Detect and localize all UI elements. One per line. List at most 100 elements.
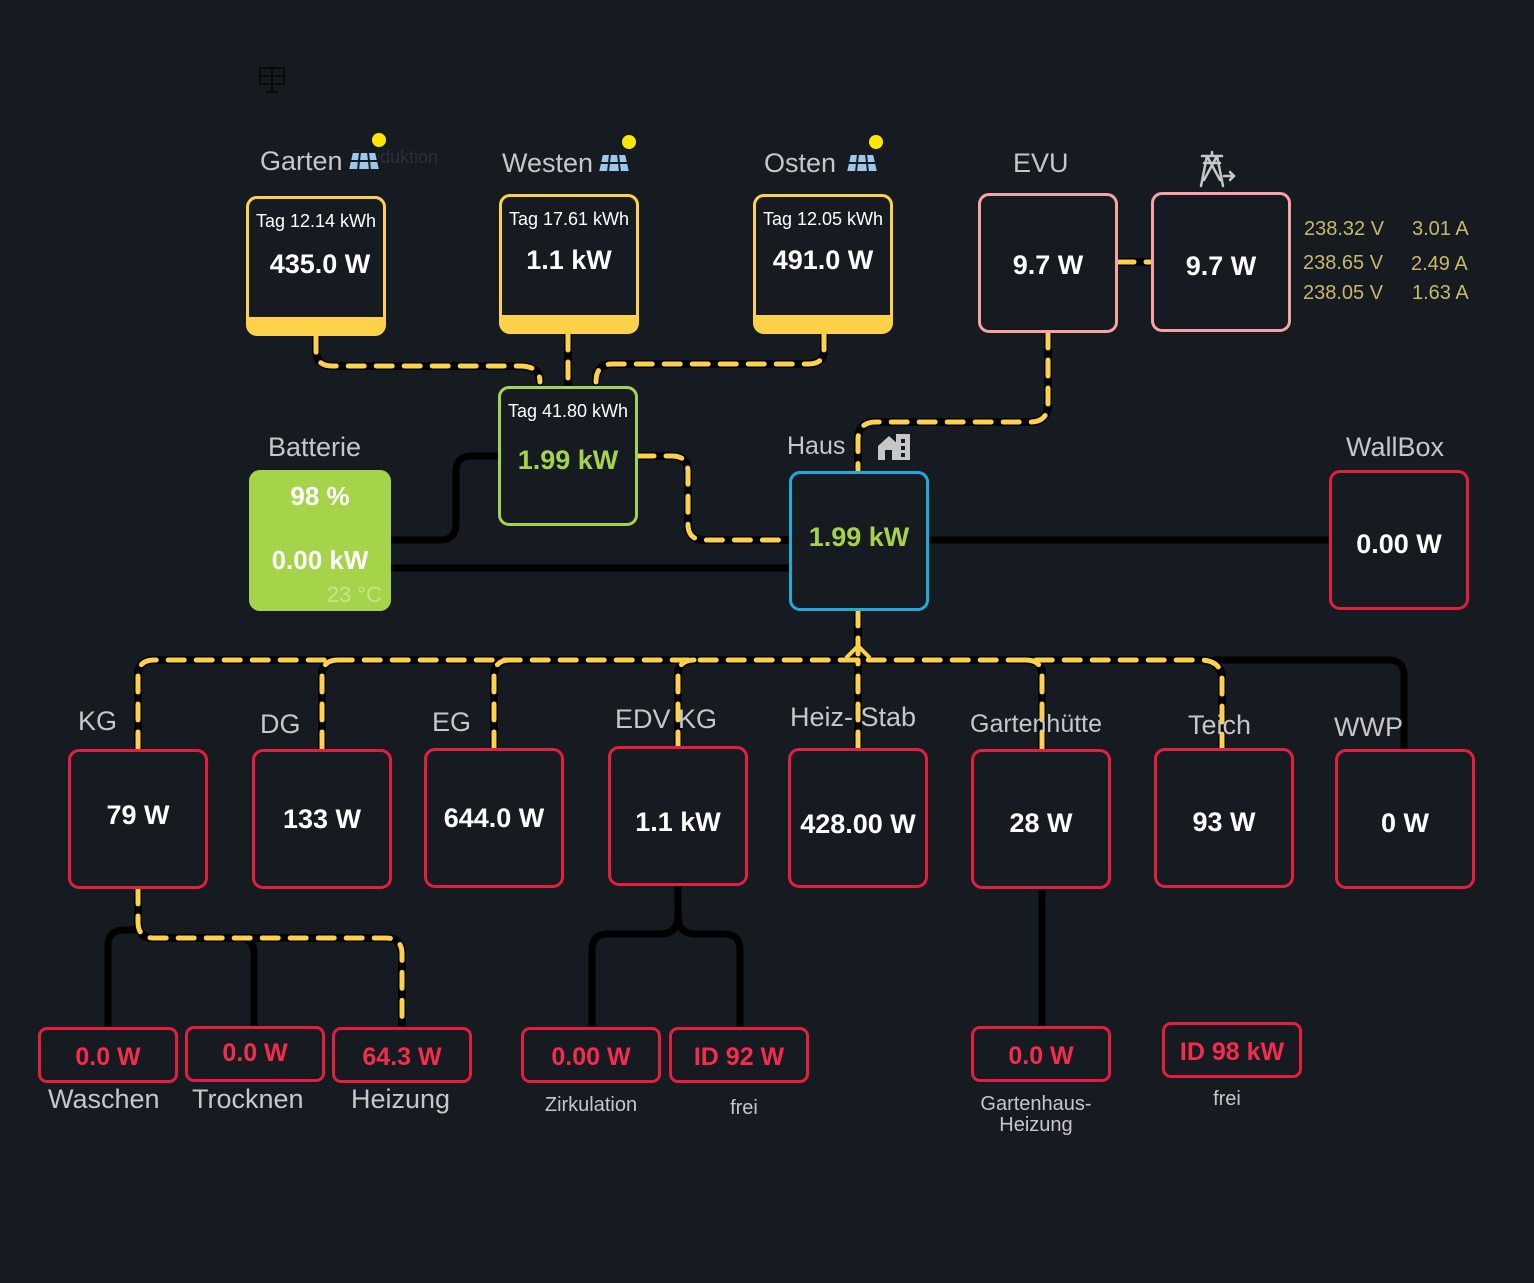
consumer-label-wwp: WWP (1334, 712, 1403, 742)
consumer-label-edv: EDV KG (615, 704, 718, 734)
grid-meter-power: 9.7 W (1185, 251, 1257, 281)
pv-westen-label: Westen (502, 148, 594, 178)
solar-panel-icon (259, 67, 285, 93)
consumer-box-wwp[interactable]: 0 W (1335, 749, 1475, 889)
sub-power: 0.0 W (75, 1043, 141, 1071)
flow-evu-house (855, 329, 1051, 475)
flow-osten (593, 331, 827, 385)
phase-1-voltage: 238.32 V (1304, 218, 1385, 240)
house-icon (878, 434, 910, 460)
sub-power: 0.0 W (222, 1039, 288, 1067)
consumer-box-teich[interactable]: 93 W (1154, 748, 1294, 888)
sub-power: 0.00 W (551, 1043, 631, 1071)
house-label: Haus (787, 432, 846, 460)
consumer-box-kg[interactable]: 79 W (68, 749, 208, 889)
consumer-box-dg[interactable]: 133 W (252, 749, 392, 889)
sub-box-heizung[interactable]: 64.3 W (332, 1027, 472, 1083)
pv-westen-box[interactable]: Tag 17.61 kWh 1.1 kW (499, 194, 639, 334)
pv-power: 491.0 W (772, 245, 874, 275)
consumer-power: 644.0 W (443, 803, 545, 833)
pv-panel-icon (346, 151, 382, 171)
sub-label-heizung: Heizung (351, 1084, 451, 1114)
consumer-power: 133 W (282, 804, 362, 834)
pv-power: 435.0 W (269, 249, 371, 279)
pv-garten-box[interactable]: Tag 12.14 kWh 435.0 W (246, 196, 386, 336)
battery-temperature: 23 °C (326, 582, 382, 607)
flow-edv (675, 657, 697, 751)
pv-osten-box[interactable]: Tag 12.05 kWh 491.0 W (753, 194, 893, 334)
sun-icon (869, 135, 883, 149)
flow-dg (319, 657, 341, 751)
consumer-label-dg: DG (260, 709, 301, 739)
sub-label-gartenhaus-heizung: Gartenhaus- Heizung (980, 1093, 1092, 1136)
house-power: 1.99 kW (808, 522, 910, 552)
pv-total-day-energy: Tag 41.80 kWh (507, 401, 629, 421)
sub-label-waschen: Waschen (48, 1084, 160, 1114)
evu-label: EVU (1013, 148, 1069, 178)
pv-osten-label: Osten (764, 148, 837, 178)
pv-total-power: 1.99 kW (517, 445, 619, 475)
wallbox-label: WallBox (1346, 432, 1445, 462)
pv-day-energy: Tag 17.61 kWh (508, 209, 630, 229)
battery-power: 0.00 kW (271, 545, 369, 575)
sub-box-zirkulation[interactable]: 0.00 W (521, 1027, 661, 1083)
pv-bar (249, 317, 383, 333)
consumer-box-heizstab[interactable]: 428.00 W (788, 748, 928, 888)
consumer-power: 93 W (1192, 807, 1256, 837)
consumer-box-edv[interactable]: 1.1 kW (608, 746, 748, 886)
pv-day-energy: Tag 12.05 kWh (762, 209, 884, 229)
sub-box-frei-2[interactable]: ID 98 kW (1162, 1022, 1302, 1078)
flow-eg (491, 657, 513, 751)
consumer-label-gartenhuette: Gartenhütte (970, 710, 1103, 738)
flow-heizung (135, 885, 405, 1031)
pv-bar (502, 315, 636, 331)
flow-bus (135, 657, 1225, 753)
phase-3-voltage: 238.05 V (1303, 282, 1384, 304)
evu-box[interactable]: 9.7 W (978, 193, 1118, 333)
flow-gartenhuette (1023, 657, 1045, 751)
wallbox-power: 0.00 W (1356, 529, 1442, 559)
consumer-box-gartenhuette[interactable]: 28 W (971, 749, 1111, 889)
pv-garten-label: Garten (260, 146, 343, 176)
bus-arrow-icon (844, 643, 872, 660)
pv-bar (756, 315, 890, 331)
sub-box-frei-1[interactable]: ID 92 W (669, 1027, 809, 1083)
bus-right-line (1211, 656, 1408, 754)
house-box[interactable]: 1.99 kW (789, 471, 929, 611)
consumer-label-heizstab: Heiz- Stab (790, 702, 917, 732)
phase-1-current: 3.01 A (1412, 218, 1469, 240)
battery-box[interactable]: 98 % 0.00 kW 23 °C (249, 470, 391, 611)
consumer-box-eg[interactable]: 644.0 W (424, 748, 564, 888)
sub-power: 64.3 W (362, 1043, 442, 1071)
evu-power: 9.7 W (1012, 250, 1084, 280)
phase-2-current: 2.49 A (1411, 253, 1468, 275)
consumer-power: 1.1 kW (635, 807, 721, 837)
kg-trocknen-line (236, 934, 258, 1032)
sub-box-trocknen[interactable]: 0.0 W (185, 1026, 325, 1082)
power-tower-icon (1199, 150, 1236, 188)
edv-frei-line (674, 912, 744, 1032)
kg-waschen-line (104, 926, 142, 1032)
consumer-power: 0 W (1380, 808, 1429, 838)
battery-label: Batterie (268, 432, 362, 462)
sub-power: ID 98 kW (1179, 1038, 1285, 1066)
sub-power: 0.0 W (1008, 1042, 1074, 1070)
grid-meter-box[interactable]: 9.7 W (1151, 192, 1291, 332)
consumer-power: 28 W (1009, 808, 1073, 838)
battery-soc: 98 % (290, 481, 350, 511)
sub-box-waschen[interactable]: 0.0 W (38, 1027, 178, 1083)
sun-icon (622, 135, 636, 149)
sub-label-frei-2: frei (1213, 1088, 1241, 1110)
flow-pv-house (635, 453, 791, 543)
flow-garten (313, 333, 543, 385)
sub-box-gartenhaus-heizung[interactable]: 0.0 W (971, 1026, 1111, 1082)
edv-split-line (588, 881, 682, 1032)
pv-power: 1.1 kW (526, 245, 612, 275)
phase-3-current: 1.63 A (1412, 282, 1469, 304)
wallbox-box[interactable]: 0.00 W (1329, 470, 1469, 610)
sun-icon (372, 133, 386, 147)
consumer-power: 79 W (106, 800, 170, 830)
pv-total-box[interactable]: Tag 41.80 kWh 1.99 kW (498, 386, 638, 526)
pv-panel-icon (844, 153, 880, 173)
